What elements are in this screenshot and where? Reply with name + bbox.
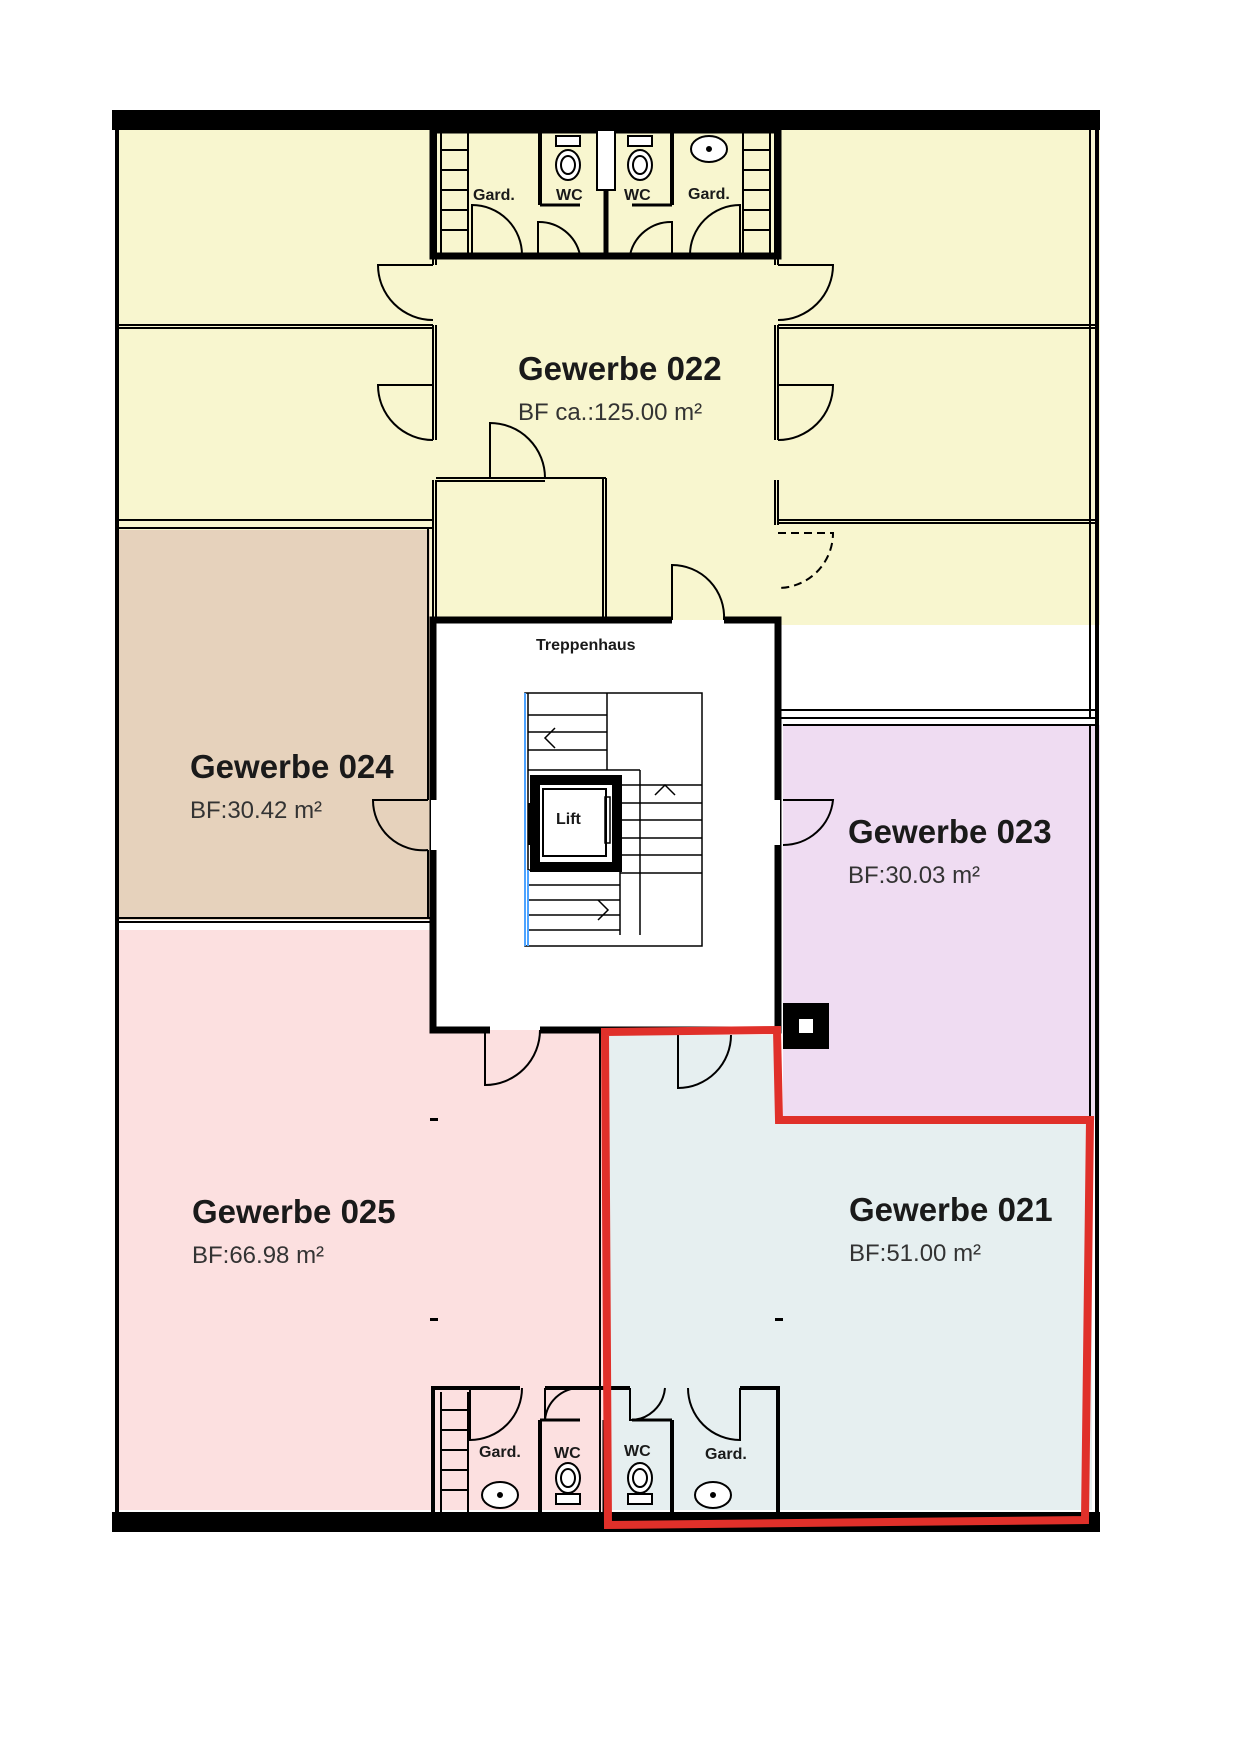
gewerbe-021-fill[interactable] [607,1035,1092,1510]
gewerbe-022-area: BF ca.:125.00 m² [518,399,702,426]
top-gard-right-label: Gard. [688,186,730,203]
sink-icon [694,1481,732,1509]
bottom-wc-left-label: WC [554,1445,581,1462]
room-labels: Gewerbe 022 BF ca.:125.00 m² Gewerbe 024… [190,350,1053,1269]
bottom-wc-right-label: WC [624,1443,651,1460]
gewerbe-025-name: Gewerbe 025 [192,1193,396,1230]
stairs [524,692,703,947]
sink-icon [690,135,728,163]
gewerbe-024-fill[interactable] [118,530,430,920]
room-doors [371,264,835,1090]
gewerbe-023-fill[interactable] [783,725,1100,1120]
toilet-icon [555,135,581,181]
room-fills [118,130,1100,1510]
stairwell-core: Treppenhaus [429,616,829,1049]
gewerbe-021-area: BF:51.00 m² [849,1240,981,1267]
bottom-gard-left-label: Gard. [479,1444,521,1461]
partitions [118,130,1097,1512]
outer-walls [112,110,1100,1532]
toilet-icon [627,135,653,181]
gewerbe-024-name: Gewerbe 024 [190,748,394,785]
top-wc-right-label: WC [624,187,651,204]
toilet-icon [555,1462,581,1505]
gewerbe-024-area: BF:30.42 m² [190,797,322,824]
gewerbe-023-area: BF:30.03 m² [848,862,980,889]
top-sanitary-block: Gard. WC WC Gard. [429,126,782,260]
gewerbe-021-name: Gewerbe 021 [849,1191,1053,1228]
toilet-icon [627,1462,653,1505]
bottom-sanitary-block: Gard. WC WC Gard. [431,1386,780,1512]
bottom-gard-right-label: Gard. [705,1446,747,1463]
top-wc-left-label: WC [556,187,583,204]
top-gard-left-label: Gard. [473,187,515,204]
gewerbe-022-name: Gewerbe 022 [518,350,722,387]
lift-label: Lift [556,811,582,828]
gewerbe-023-name: Gewerbe 023 [848,813,1052,850]
stairwell-label: Treppenhaus [536,637,636,654]
gewerbe-025-area: BF:66.98 m² [192,1242,324,1269]
sink-icon [481,1481,519,1509]
highlight-outline-gewerbe-021 [600,1025,1095,1530]
